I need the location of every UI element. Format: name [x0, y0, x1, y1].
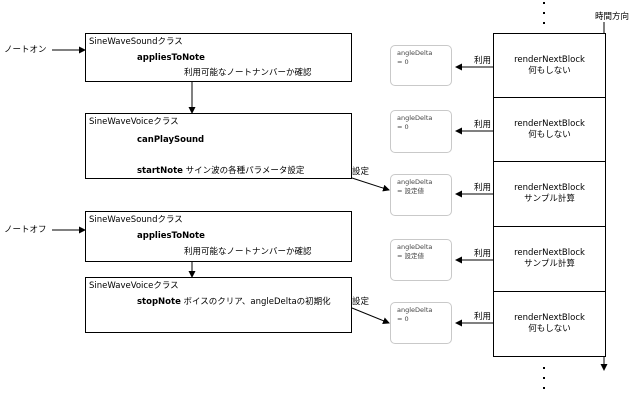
block-name: renderNextBlock — [514, 183, 585, 193]
use-label-4: 利用 — [474, 249, 492, 259]
ellipsis-dot — [543, 377, 545, 379]
sine-wave-sound-box-2: SineWaveSoundクラス appliesToNote 利用可能なノートナ… — [85, 211, 352, 262]
sine-wave-voice-box-1: SineWaveVoiceクラス canPlaySound startNote … — [85, 113, 352, 179]
state-name: angleDelta — [397, 114, 433, 122]
method-can-play-sound: canPlaySound — [137, 135, 205, 145]
block-name: renderNextBlock — [514, 313, 585, 323]
setting-label-1: 設定 — [352, 167, 370, 177]
state-name: angleDelta — [397, 178, 433, 186]
use-label-2: 利用 — [474, 120, 492, 130]
method-start-note: startNote — [137, 166, 183, 176]
block-desc: 何もしない — [528, 129, 571, 140]
sine-wave-sound-box-1: SineWaveSoundクラス appliesToNote 利用可能なノートナ… — [85, 33, 352, 82]
use-label-3: 利用 — [474, 183, 492, 193]
class-title: SineWaveSoundクラス — [89, 215, 183, 225]
render-block-2: renderNextBlock 何もしない — [493, 97, 606, 162]
state-name: angleDelta — [397, 243, 433, 251]
time-direction-label: 時間方向 — [595, 12, 630, 22]
state-name: angleDelta — [397, 306, 433, 314]
ellipsis-dot — [543, 2, 545, 4]
angle-delta-state-1: angleDelta = 0 — [390, 45, 452, 86]
ellipsis-dot — [543, 387, 545, 389]
angle-delta-state-2: angleDelta = 0 — [390, 110, 452, 153]
render-block-3: renderNextBlock サンプル計算 — [493, 161, 606, 227]
ellipsis-dot — [543, 367, 545, 369]
start-note-line: startNote サイン波の各種パラメータ設定 — [137, 166, 304, 177]
method-description: ボイスのクリア、angleDeltaの初期化 — [180, 297, 331, 307]
stop-note-line: stopNote ボイスのクリア、angleDeltaの初期化 — [137, 297, 331, 308]
render-block-1: renderNextBlock 何もしない — [493, 33, 606, 98]
ellipsis-dot — [543, 12, 545, 14]
state-value: = 0 — [397, 58, 409, 66]
angle-delta-state-5: angleDelta = 0 — [390, 302, 452, 344]
method-applies-to-note: appliesToNote — [137, 53, 205, 63]
angle-delta-state-3: angleDelta = 設定値 — [390, 174, 452, 216]
state-value: = 0 — [397, 315, 409, 323]
setting-arrow-2 — [351, 307, 390, 324]
class-title: SineWaveVoiceクラス — [89, 117, 179, 127]
method-stop-note: stopNote — [137, 297, 181, 307]
setting-label-2: 設定 — [352, 297, 370, 307]
use-label-5: 利用 — [474, 312, 492, 322]
method-description: 利用可能なノートナンバーか確認 — [184, 68, 312, 78]
state-value: = 設定値 — [397, 187, 425, 195]
block-name: renderNextBlock — [514, 54, 585, 65]
render-block-4: renderNextBlock サンプル計算 — [493, 226, 606, 292]
use-label-1: 利用 — [474, 56, 492, 66]
block-desc: 何もしない — [528, 65, 571, 76]
block-desc: 何もしない — [528, 324, 571, 334]
state-value: = 設定値 — [397, 252, 425, 260]
render-block-5: renderNextBlock 何もしない — [493, 291, 606, 357]
ellipsis-dot — [543, 22, 545, 24]
note-on-label: ノートオン — [4, 45, 47, 55]
note-off-label: ノートオフ — [4, 225, 47, 235]
block-desc: サンプル計算 — [524, 259, 575, 269]
method-description: 利用可能なノートナンバーか確認 — [184, 247, 312, 257]
block-name: renderNextBlock — [514, 248, 585, 258]
angle-delta-state-4: angleDelta = 設定値 — [390, 239, 452, 281]
method-description: サイン波の各種パラメータ設定 — [182, 166, 305, 176]
class-title: SineWaveSoundクラス — [89, 37, 183, 47]
state-name: angleDelta — [397, 49, 433, 57]
class-title: SineWaveVoiceクラス — [89, 281, 179, 291]
method-applies-to-note: appliesToNote — [137, 231, 205, 241]
setting-arrow-1 — [351, 177, 390, 192]
state-value: = 0 — [397, 123, 409, 131]
block-name: renderNextBlock — [514, 118, 585, 129]
sine-wave-voice-box-2: SineWaveVoiceクラス stopNote ボイスのクリア、angleD… — [85, 277, 352, 333]
block-desc: サンプル計算 — [524, 194, 575, 204]
